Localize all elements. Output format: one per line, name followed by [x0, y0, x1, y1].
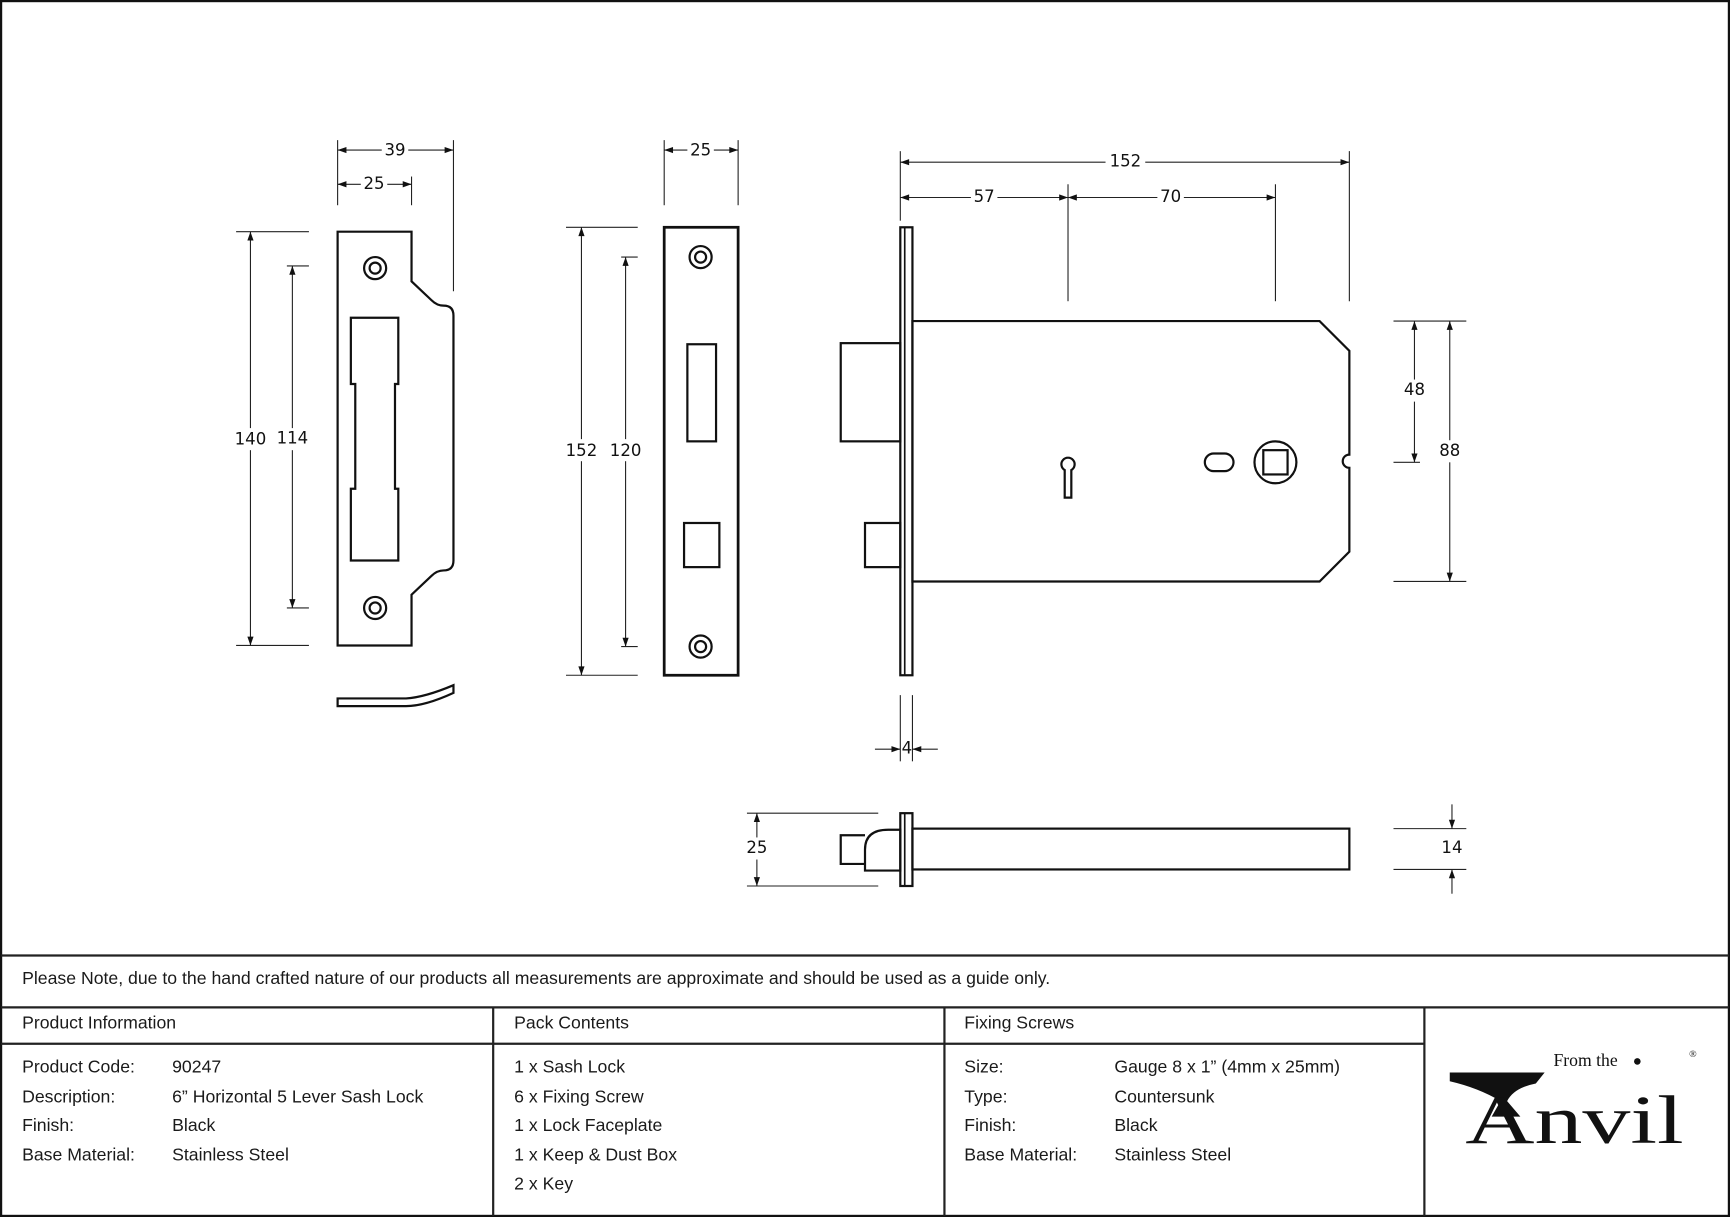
- anvil-icon: [1449, 1072, 1545, 1117]
- dim-lock-length: 152: [1110, 152, 1142, 171]
- info-table-grid: [1, 954, 1729, 1216]
- dim-keyhole-to-follower: 70: [1160, 187, 1181, 206]
- from-the-anvil-logo: Anvil From the ®: [1449, 1049, 1697, 1158]
- row-value: Stainless Steel: [1114, 1146, 1232, 1165]
- dim-faceplate-width: 25: [690, 141, 711, 160]
- disclaimer-note: Please Note, due to the hand crafted nat…: [22, 969, 1051, 989]
- fixing-screws-list: Size: Gauge 8 x 1” (4mm x 25mm) Type: Coun…: [964, 1054, 1340, 1171]
- pack-item: 1 x Keep & Dust Box: [514, 1146, 678, 1165]
- row-label: Finish:: [22, 1116, 75, 1136]
- product-info-row: Product Code: 90247: [22, 1054, 423, 1083]
- row-value: 90247: [172, 1058, 222, 1078]
- fixing-screws-row: Finish: Black: [964, 1112, 1340, 1141]
- lock-side-drawing: 152 57 70 48 88 4: [839, 151, 1467, 762]
- product-info-list: Product Code: 90247 Description: 6” Horizo…: [22, 1054, 423, 1171]
- dim-faceplate-thickness: 4: [902, 739, 913, 758]
- faceplate-drawing: 25 152 120: [562, 140, 740, 677]
- dim-case-thickness: 14: [1441, 838, 1462, 857]
- row-label: Size:: [964, 1058, 1004, 1078]
- row-label: Description:: [22, 1087, 116, 1107]
- logo-from-the: From the: [1553, 1050, 1617, 1070]
- dim-keep-width-plate: 25: [363, 174, 384, 193]
- product-info-row: Base Material: Stainless Steel: [22, 1141, 423, 1170]
- pack-item: 2 x Key: [514, 1175, 574, 1195]
- pack-item: 1 x Lock Faceplate: [514, 1116, 663, 1136]
- row-value: Black: [1114, 1116, 1158, 1136]
- lock-top-drawing: 25 14: [743, 804, 1467, 894]
- fixing-screws-row: Size: Gauge 8 x 1” (4mm x 25mm): [964, 1054, 1340, 1083]
- dim-top-faceplate-width: 25: [746, 838, 767, 857]
- row-label: Product Code:: [22, 1058, 135, 1078]
- dim-keep-width-total: 39: [384, 141, 405, 160]
- row-label: Type:: [964, 1087, 1008, 1107]
- fixing-screws-row: Type: Countersunk: [964, 1083, 1340, 1112]
- dim-keep-height-total: 140: [235, 430, 267, 449]
- row-value: Black: [172, 1116, 216, 1136]
- registered-mark: ®: [1689, 1049, 1697, 1060]
- dim-lock-to-keyhole: 57: [974, 187, 995, 206]
- product-info-heading: Product Information: [22, 1013, 177, 1033]
- pack-contents-heading: Pack Contents: [514, 1013, 629, 1033]
- keep-drawing: 39 25 140 114: [231, 140, 455, 708]
- dim-faceplate-height-total: 152: [566, 441, 598, 460]
- row-label: Base Material:: [964, 1146, 1078, 1165]
- dim-case-height: 88: [1439, 441, 1460, 460]
- row-value: 6” Horizontal 5 Lever Sash Lock: [172, 1087, 424, 1107]
- row-value: Gauge 8 x 1” (4mm x 25mm): [1114, 1058, 1340, 1078]
- row-value: Countersunk: [1114, 1087, 1215, 1107]
- dim-faceplate-height-screws: 120: [610, 441, 642, 460]
- row-label: Finish:: [964, 1116, 1017, 1136]
- fixing-screws-row: Base Material: Stainless Steel: [964, 1141, 1340, 1170]
- fixing-screws-heading: Fixing Screws: [964, 1013, 1075, 1033]
- product-info-row: Finish: Black: [22, 1112, 423, 1141]
- keyhole-icon: [1060, 456, 1076, 499]
- pack-item: 1 x Sash Lock: [514, 1058, 626, 1078]
- product-info-row: Description: 6” Horizontal 5 Lever Sash L…: [22, 1083, 423, 1112]
- row-label: Base Material:: [22, 1146, 135, 1165]
- logo-word: Anvil: [1465, 1082, 1683, 1158]
- dim-keep-height-screws: 114: [277, 429, 309, 448]
- pack-contents-list: 1 x Sash Lock 6 x Fixing Screw 1 x Lock …: [514, 1054, 677, 1200]
- dim-follower-offset: 48: [1404, 380, 1425, 399]
- pack-item: 6 x Fixing Screw: [514, 1087, 644, 1107]
- logo-dot: [1634, 1058, 1641, 1065]
- row-value: Stainless Steel: [172, 1146, 289, 1165]
